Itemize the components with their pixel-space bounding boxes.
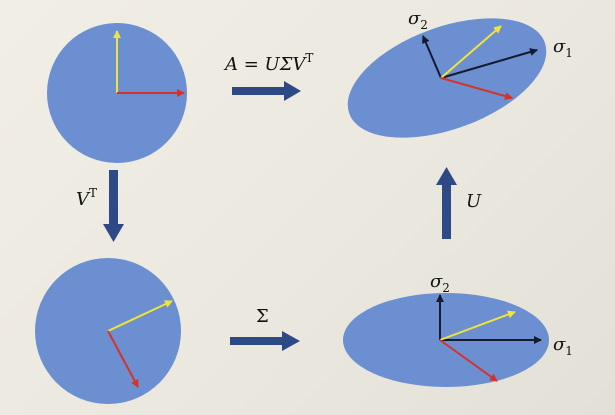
transition-arrow-left bbox=[103, 170, 124, 242]
label-u: U bbox=[466, 191, 482, 212]
label-vt: VT bbox=[76, 186, 97, 210]
yellow-vector-bottom-right bbox=[439, 310, 516, 341]
transition-arrow-right bbox=[436, 167, 457, 239]
yellow-vector-bottom-left bbox=[107, 300, 173, 332]
label-sigma2-bottom: σ2 bbox=[430, 271, 450, 295]
label-sigma-matrix: Σ bbox=[256, 306, 269, 327]
red-vector-bottom-left bbox=[107, 330, 139, 388]
circle-rotated bbox=[35, 258, 181, 404]
sigma1-axis-top bbox=[440, 48, 538, 79]
red-vector-bottom-right bbox=[439, 339, 498, 382]
label-svd-equation: A = UΣVT bbox=[223, 51, 313, 75]
red-vector-top-right bbox=[440, 77, 513, 100]
circle-original bbox=[47, 23, 187, 163]
ellipse-top-right bbox=[347, 18, 547, 138]
ellipse-scaled bbox=[343, 293, 549, 387]
sigma2-axis-top bbox=[422, 35, 442, 79]
transition-arrow-top bbox=[232, 81, 301, 101]
label-sigma1-bottom: σ1 bbox=[553, 334, 573, 358]
transition-arrow-bottom bbox=[230, 331, 300, 351]
label-sigma2-top: σ2 bbox=[408, 8, 428, 32]
ellipse-result bbox=[347, 18, 547, 138]
yellow-vector-top-right bbox=[440, 25, 502, 79]
label-sigma1-top: σ1 bbox=[553, 36, 573, 60]
